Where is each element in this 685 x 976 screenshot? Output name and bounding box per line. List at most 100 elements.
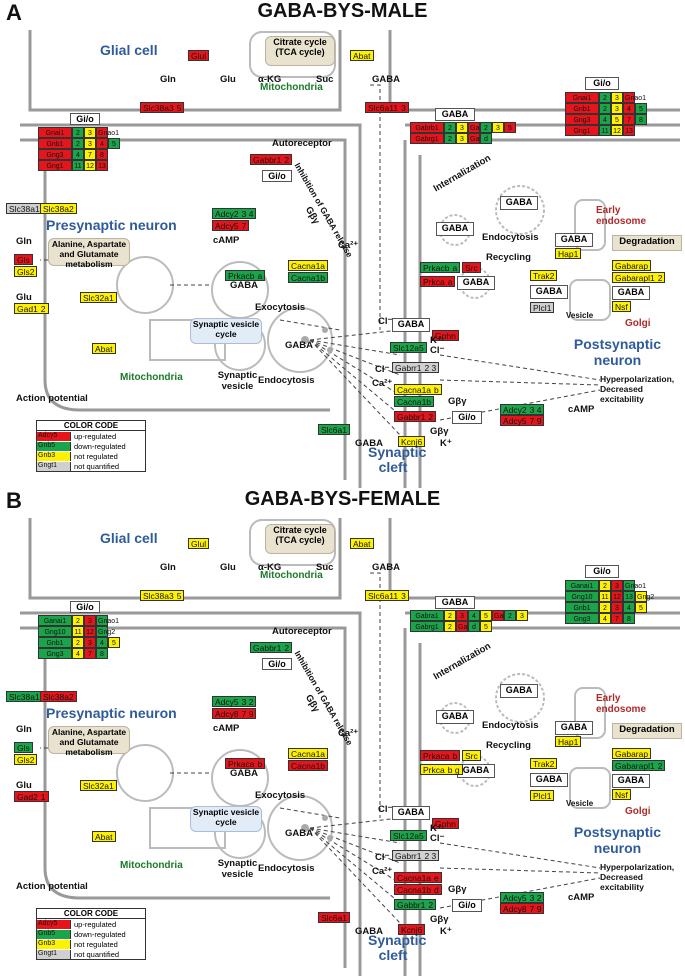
- gene-label: Prkca: [423, 765, 445, 775]
- hyperpolarization-label: Hyperpolarization, Decreased excitabilit…: [600, 374, 675, 404]
- ca2-pre: Ca²⁺: [338, 240, 359, 251]
- table-cell: Gnao1: [96, 615, 119, 626]
- table-cell: 12: [84, 626, 96, 637]
- cl-2: Cl⁻: [430, 833, 445, 844]
- gene-label: Glul: [191, 51, 207, 61]
- gaba-vesicle: GABA: [230, 280, 258, 291]
- gene-label: Plcl1: [533, 303, 552, 313]
- gene-label: Glul: [191, 539, 207, 549]
- table-cell: 4: [599, 613, 611, 624]
- gene-label: Prkca: [423, 277, 445, 287]
- legend-swatch: Gnb5: [37, 441, 71, 451]
- table-cell: 8: [96, 648, 108, 659]
- gio-autoreceptor-box: Gi/o: [262, 658, 292, 670]
- table-cell: Gng2: [96, 626, 115, 637]
- camp-post: cAMP: [568, 892, 595, 903]
- gio-post-box: Gi/o: [585, 565, 619, 578]
- legend-swatch: Gnb3: [37, 451, 71, 461]
- gene-number: 3: [401, 591, 406, 601]
- gene-label: Cacna1b: [397, 397, 432, 407]
- table-cell: Gnao1: [623, 92, 646, 103]
- legend-swatch: Adcy5: [37, 431, 71, 441]
- table-cell: 2: [599, 602, 611, 613]
- gene-label: Cacna1a: [397, 385, 432, 395]
- gene-label: Gabarapl1: [615, 273, 655, 283]
- gene-slc12a5: Slc12a5: [390, 830, 427, 841]
- table-cell: Gabrb1: [492, 610, 517, 621]
- legend-text: not quantified: [74, 949, 120, 959]
- postsynaptic-neuron-label: Postsynaptic neuron: [573, 824, 662, 856]
- degradation-box: Degradation: [612, 723, 682, 739]
- gene-label: Adcy5: [503, 893, 527, 903]
- gene-number: 3 4: [529, 405, 542, 415]
- gene-label: Abat: [353, 51, 371, 61]
- gene-number: 5: [176, 591, 182, 601]
- gene-label: Adcy5: [503, 416, 527, 426]
- synaptic-vesicle-cycle-box: Synaptic vesicle cycle: [190, 318, 262, 344]
- gene-label: Gabarapl1: [615, 761, 655, 771]
- table-cell: 2: [72, 138, 84, 149]
- gene-label: Prkaca: [228, 759, 255, 769]
- gabaa-golgi-box: GABA: [612, 286, 650, 300]
- k-2: K⁺: [440, 438, 452, 449]
- recycling-label: Recycling: [486, 252, 531, 263]
- gene-slc12a5: Slc12a5: [390, 342, 427, 353]
- gabaa-vesicle-box: GABA: [530, 773, 568, 787]
- degradation-box: Degradation: [612, 235, 682, 251]
- table-row: Gabrg123Gabrqd: [410, 133, 516, 144]
- gene-label: Gls: [17, 743, 30, 753]
- suc-label: Suc: [316, 562, 334, 573]
- cl-3: Cl⁻: [375, 364, 390, 375]
- gene-label: Gabrr1: [395, 851, 422, 861]
- gene-label: Slc38a3: [143, 591, 174, 601]
- gene-number: 1: [40, 792, 46, 802]
- gene-label: Adcy2: [215, 209, 239, 219]
- ca2-post: Ca²⁺: [372, 378, 393, 389]
- synaptic-vesicle-label: Synaptic vesicle: [217, 858, 258, 880]
- gln-glial: Gln: [160, 562, 176, 573]
- gene-abat_top: Abat: [350, 50, 374, 61]
- gene-number: 2: [284, 155, 290, 165]
- gene-abat_top: Abat: [350, 538, 374, 549]
- ca2-post: Ca²⁺: [372, 866, 393, 877]
- gene-label: Src: [465, 751, 478, 761]
- glu-pre: Glu: [16, 780, 32, 791]
- table-cell: 5: [504, 122, 516, 133]
- table-cell: Ganai1: [565, 580, 599, 591]
- gene-label: Adcy5: [215, 221, 239, 231]
- table-cell: 13: [623, 125, 635, 136]
- hyperpolarization-label: Hyperpolarization, Decreased excitabilit…: [600, 862, 675, 892]
- mitochondria-mid-label: Mitochondria: [120, 860, 183, 871]
- gene-label: Slc32a1: [83, 293, 114, 303]
- golgi-label: Golgi: [625, 806, 651, 817]
- table-row: Gabra12345Gabrb123: [410, 610, 528, 621]
- table-cell: 3: [611, 92, 623, 103]
- table-cell: 5: [108, 138, 120, 149]
- gene-number: b: [434, 385, 439, 395]
- gene-gabarap: Gabarap: [612, 748, 652, 759]
- table-row: Gabrb123Gabra1235: [410, 122, 516, 133]
- glial-cell-label: Glial cell: [100, 530, 158, 546]
- table-cell: 2: [504, 610, 516, 621]
- gene-label: Hap1: [558, 249, 579, 259]
- table-cell: 7: [623, 114, 635, 125]
- table-cell: 2: [599, 103, 611, 114]
- early-endosome-label: Early endosome: [596, 693, 647, 715]
- gene-label: Hap1: [558, 737, 579, 747]
- gene-slc38a2: Slc38a2: [40, 203, 77, 214]
- gabaa-int1-box: GABA: [436, 710, 474, 724]
- citrate-cycle-box: Citrate cycle(TCA cycle): [265, 36, 335, 66]
- gene-glul: Glul: [188, 50, 210, 61]
- gene-label: Adcy8: [503, 904, 527, 914]
- suc-label: Suc: [316, 74, 334, 85]
